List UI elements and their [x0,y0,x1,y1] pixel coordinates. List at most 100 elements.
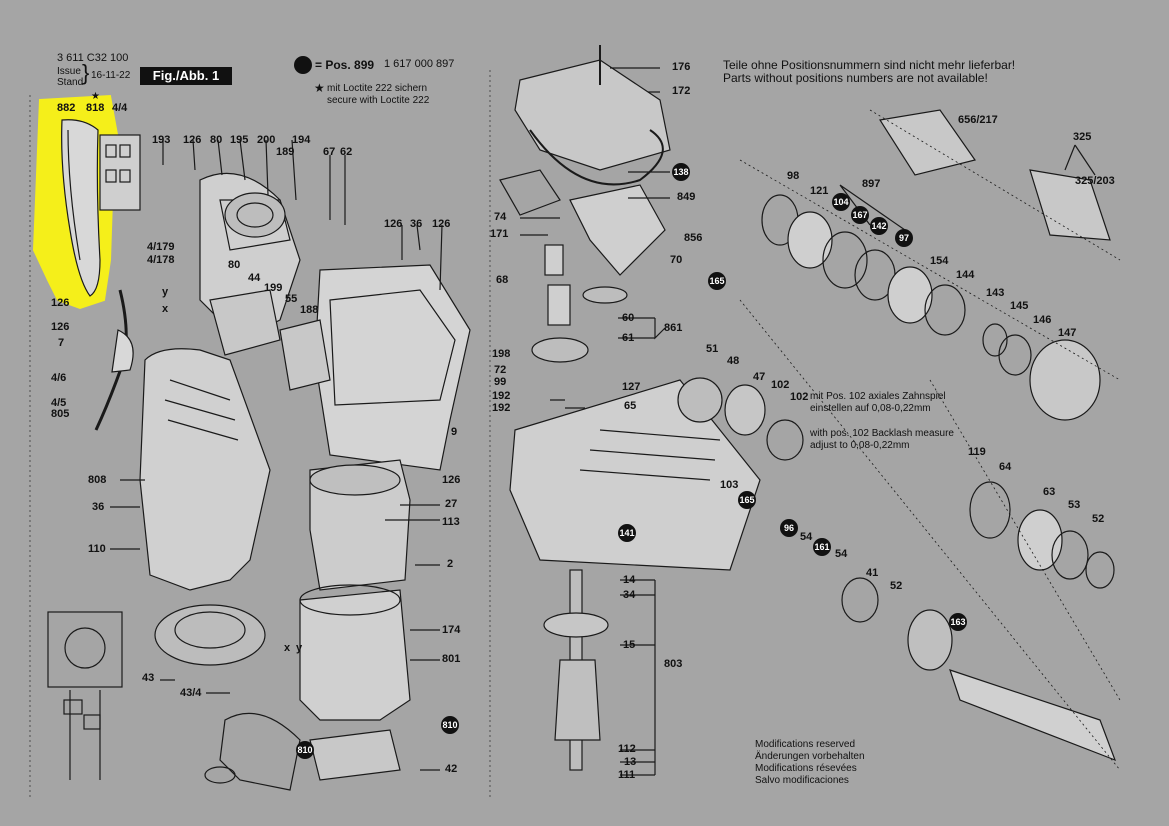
callout: 192 [492,390,511,402]
callout: 176 [672,61,691,73]
callout: 145 [1010,300,1029,312]
backlash-line-3: with pos. 102 Backlash measure [810,428,954,439]
callout: y [296,642,303,654]
badge-810: 810 [296,741,314,759]
callout: 52 [890,580,903,592]
callout: 4/5 [51,397,67,409]
callout: 64 [999,461,1012,473]
callout: 126 [442,474,461,486]
issue-date: 16-11-22 [91,70,131,81]
badge-96: 96 [780,519,798,537]
callout: 325 [1073,131,1092,143]
badge-97: 97 [895,229,913,247]
callout: 51 [706,343,719,355]
callout: 189 [276,146,295,158]
badge-167: 167 [851,206,869,224]
callout: 198 [492,348,511,360]
callout: 4/4 [112,102,128,114]
callout: 849 [677,191,696,203]
callout: 144 [956,269,975,281]
callout: 65 [624,400,637,412]
callout: 9 [451,426,458,438]
callout: 127 [622,381,641,393]
pos-number: 1 617 000 897 [384,58,455,70]
loctite-de: mit Loctite 222 sichern [327,83,428,94]
modifications-line: Änderungen vorbehalten [755,751,865,762]
callout: 110 [88,543,106,555]
callout: 99 [494,376,507,388]
callout: 861 [664,322,683,334]
callout: 119 [968,446,986,458]
modifications-line: Modifications résevées [755,763,857,774]
callout: 171 [490,228,509,240]
callout: 897 [862,178,881,190]
callout: 194 [292,134,311,146]
badge-138: 138 [672,163,690,181]
callout: 13 [624,756,637,768]
callout: 52 [1092,513,1105,525]
badge-165: 165 [738,491,756,509]
modifications-line: Modifications reserved [755,739,856,750]
badge-141: 141 [618,524,636,542]
callout: 43 [142,672,155,684]
modifications-line: Salvo modificaciones [755,775,849,786]
callout: 818 [86,102,105,114]
stand-label: Stand [57,77,84,88]
callout: 67 [323,146,336,158]
callout: 192 [492,402,511,414]
callout: 805 [51,408,70,420]
callout: 36 [410,218,423,230]
callout: 42 [445,763,458,775]
callout: 801 [442,653,461,665]
issue-label: Issue [57,66,81,77]
star-icon: ★ [314,81,325,95]
badge-161: 161 [813,538,831,556]
callout: 808 [88,474,107,486]
callout: 80 [210,134,223,146]
figure-label: Fig./Abb. 1 [140,67,232,85]
callout: x [162,303,169,315]
badge-163: 163 [949,613,967,631]
callout: 62 [340,146,353,158]
callout: x [284,642,291,654]
badge-104: 104 [832,193,850,211]
callout: 61 [622,332,635,344]
callout: 200 [257,134,276,146]
star-icon: ★ [91,91,100,102]
callout: 27 [445,498,458,510]
callout: 4/6 [51,372,67,384]
callout: 199 [264,282,283,294]
callout: 2 [447,558,454,570]
brace-glyph: } [82,60,90,85]
callout: 7 [58,337,65,349]
callout: 54 [800,531,813,543]
callout: 102 [771,379,790,391]
badge-165: 165 [708,272,726,290]
callout: 146 [1033,314,1052,326]
badge-810: 810 [441,716,459,734]
callout: 43/4 [180,687,202,699]
callout: 4/178 [147,254,175,266]
backlash-line-2: einstellen auf 0,08-0,22mm [810,403,931,414]
callout: 126 [183,134,202,146]
callout: y [162,286,169,298]
callout: 112 [618,743,636,755]
callout: 126 [51,297,70,309]
callout: 172 [672,85,691,97]
callout: 55 [285,293,298,305]
callout: 63 [1043,486,1056,498]
callout: 68 [496,274,509,286]
pos-label: = Pos. 899 [315,58,375,72]
callout: 856 [684,232,703,244]
callout: 36 [92,501,105,513]
callout: 147 [1058,327,1077,339]
callout: 154 [930,255,949,267]
callout: 113 [442,516,460,528]
callout: 15 [623,639,636,651]
pos-dot-icon [294,56,312,74]
callout: 126 [384,218,403,230]
callout: 60 [622,312,635,324]
callout: 53 [1068,499,1081,511]
